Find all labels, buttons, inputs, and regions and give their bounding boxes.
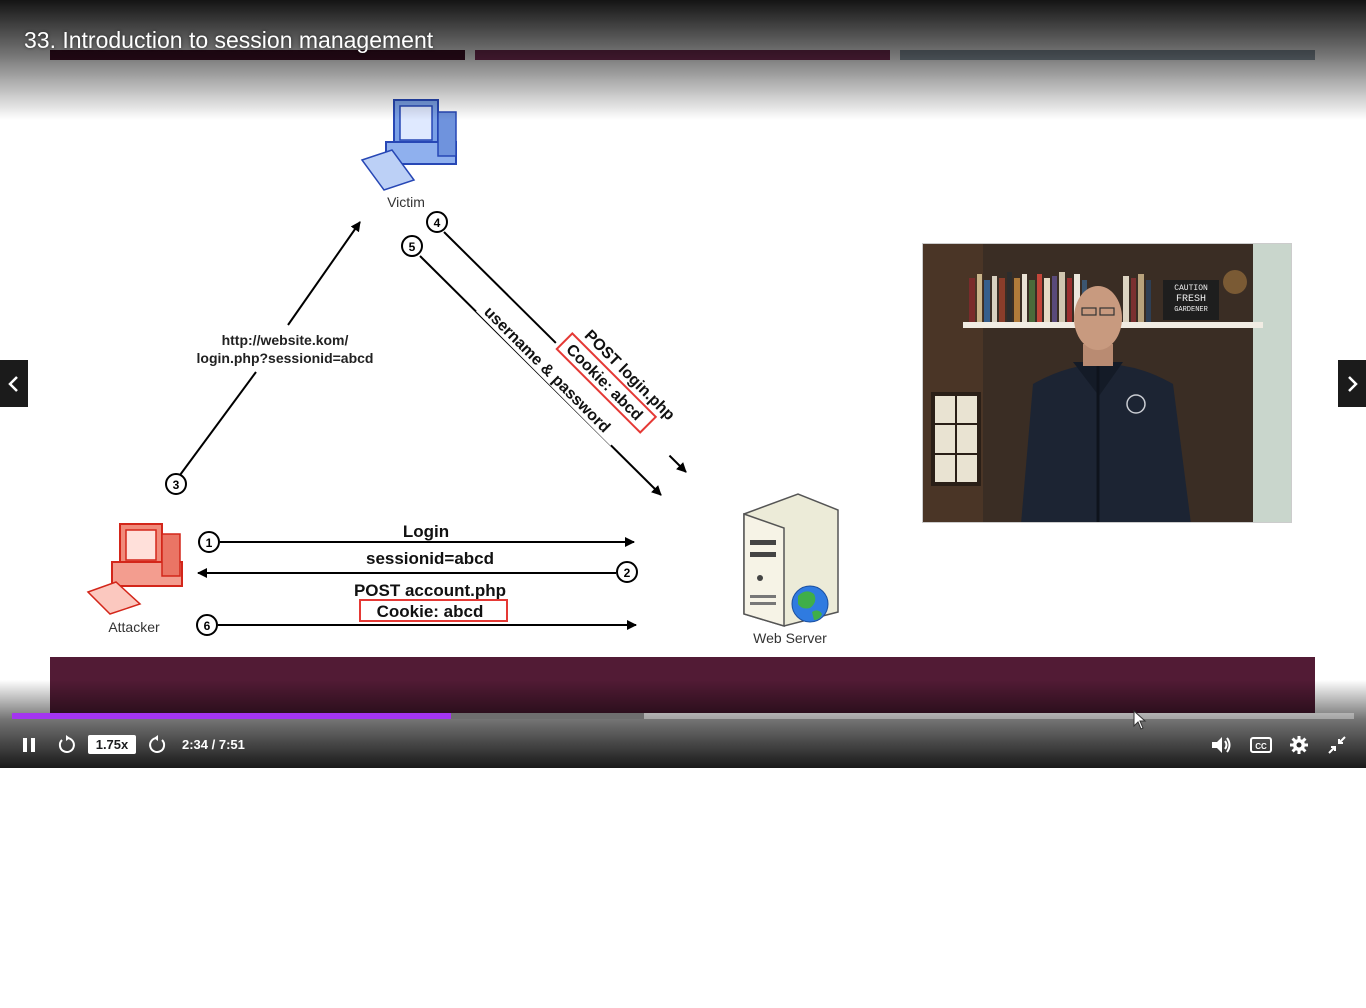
exit-fullscreen-button[interactable] (1325, 733, 1349, 757)
title-overlay (0, 0, 1366, 120)
victim-label: Victim (387, 194, 425, 210)
svg-text:6: 6 (204, 619, 211, 633)
svg-text:2: 2 (624, 566, 631, 580)
step-marker: 2 (616, 561, 638, 583)
video-player[interactable]: Victim Attacker Web Server http://w (0, 0, 1366, 768)
volume-icon (1212, 737, 1231, 753)
settings-button[interactable] (1287, 733, 1311, 757)
svg-text:4: 4 (434, 216, 441, 230)
volume-button[interactable] (1210, 733, 1234, 757)
svg-text:5: 5 (409, 240, 416, 254)
step-marker: 4 (426, 211, 448, 233)
rewind-button[interactable] (56, 733, 78, 757)
step-marker: 6 (196, 614, 218, 636)
step-marker: 5 (401, 235, 423, 257)
forward-button[interactable] (146, 733, 168, 757)
svg-text:1: 1 (206, 536, 213, 550)
svg-text:3: 3 (173, 478, 180, 492)
url-line-2: login.php?sessionid=abcd (197, 350, 374, 366)
cookie-victim-box (555, 332, 658, 434)
next-lecture-button[interactable] (1338, 360, 1366, 407)
pause-icon (23, 738, 35, 752)
web-server-label: Web Server (753, 630, 827, 646)
slide-diagram: Victim Attacker Web Server http://w (86, 99, 839, 646)
step-marker: 1 (198, 531, 220, 553)
webcam-scene: CAUTION FRESH GARDENER (923, 244, 1291, 522)
attacker-label: Attacker (108, 619, 160, 635)
login-label: Login (403, 522, 449, 541)
exit-fullscreen-icon (1328, 736, 1346, 754)
pause-button[interactable] (18, 733, 40, 757)
lecture-title: 33. Introduction to session management (24, 27, 434, 53)
control-bar-overlay (0, 680, 1366, 768)
webcam-sign-line-3: GARDENER (1174, 306, 1208, 314)
webcam-sign-line-1: CAUTION (1174, 284, 1208, 293)
instructor-webcam: CAUTION FRESH GARDENER (922, 243, 1292, 523)
mouse-cursor-icon (1133, 710, 1147, 730)
post-account-label: POST account.php (354, 581, 506, 600)
time-display: 2:34 / 7:51 (182, 737, 245, 752)
webcam-sign-line-2: FRESH (1176, 294, 1206, 305)
gear-icon (1290, 736, 1308, 754)
sessionid-label: sessionid=abcd (366, 549, 494, 568)
svg-text:CC: CC (1255, 742, 1267, 751)
forward-icon (149, 735, 166, 753)
cookie-attacker-label: Cookie: abcd (377, 602, 484, 621)
step-marker: 3 (165, 473, 187, 495)
url-line-1: http://website.kom/ (222, 332, 349, 348)
captions-button[interactable]: CC (1249, 733, 1273, 757)
chevron-right-icon (1348, 375, 1358, 392)
captions-icon: CC (1250, 737, 1272, 753)
attacker-computer-icon (86, 523, 183, 615)
cookie-attacker-box (359, 599, 508, 622)
chevron-left-icon (8, 375, 18, 392)
playback-speed-button[interactable]: 1.75x (88, 735, 136, 754)
progress-played (12, 713, 451, 719)
previous-lecture-button[interactable] (0, 360, 28, 407)
progress-bar[interactable] (12, 713, 1354, 719)
rewind-icon (58, 735, 75, 753)
web-server-icon (743, 493, 839, 628)
